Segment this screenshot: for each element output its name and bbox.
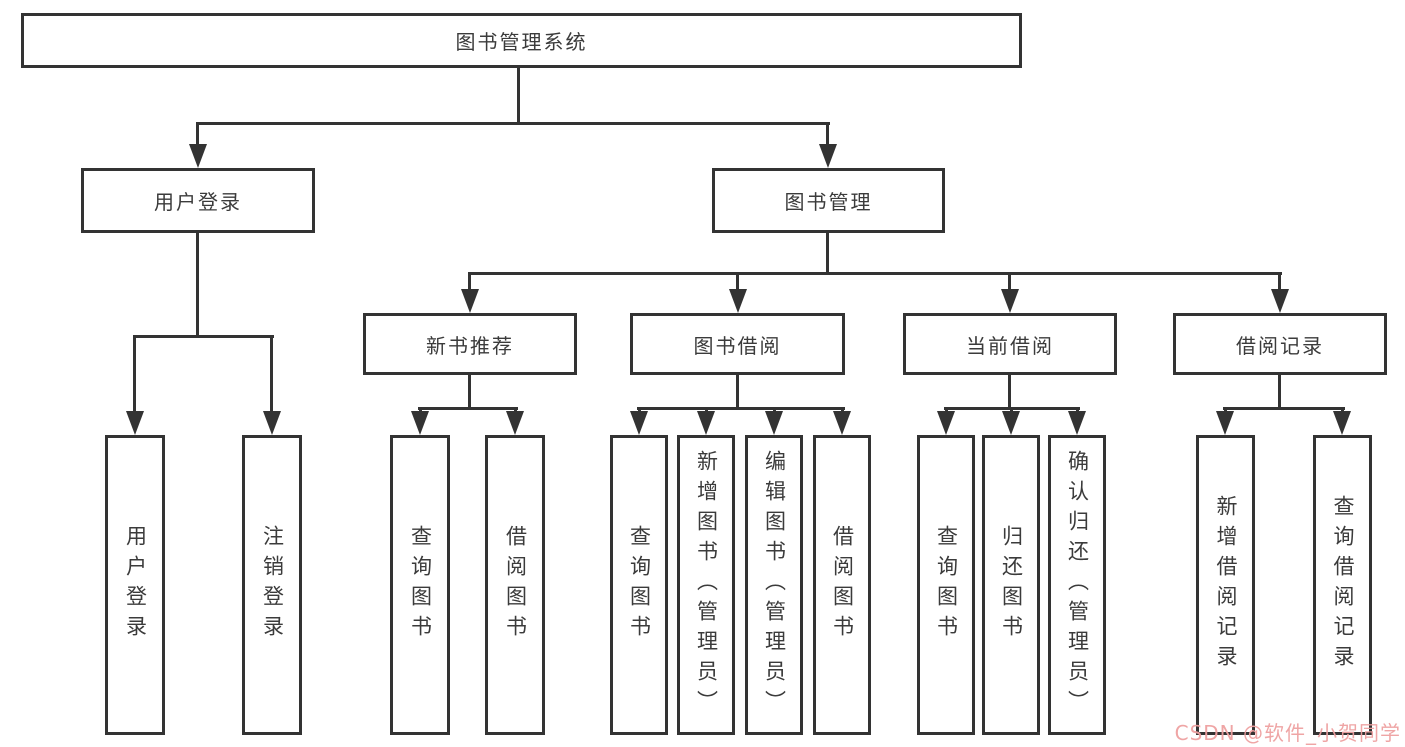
connector-level1-branch (196, 122, 830, 125)
leaf-query-books-current: 查询图书 (917, 435, 975, 735)
node-new-book-recommend: 新书推荐 (363, 313, 577, 375)
arrowhead-icon (833, 411, 851, 435)
arrowhead-icon (1271, 289, 1289, 313)
node-user-login: 用户登录 (81, 168, 315, 233)
connector-stub (1008, 272, 1011, 291)
leaf-edit-books-admin: 编辑图书（管理员） (745, 435, 803, 735)
arrowhead-icon (1216, 411, 1234, 435)
connector-feeder (1278, 373, 1281, 409)
node-library-management-system: 图书管理系统 (21, 13, 1022, 68)
leaf-add-books-admin: 新增图书（管理员） (677, 435, 735, 735)
connector-stub (270, 335, 273, 413)
node-book-borrowing: 图书借阅 (630, 313, 845, 375)
connector-stub (468, 272, 471, 291)
arrowhead-icon (506, 411, 524, 435)
connector-user-login-branch (133, 335, 274, 338)
connector-stub (826, 122, 829, 146)
connector-group-branch (637, 407, 845, 410)
arrowhead-icon (1068, 411, 1086, 435)
connector-book-management-feeder (826, 233, 829, 275)
arrowhead-icon (189, 144, 207, 168)
node-book-management: 图书管理 (712, 168, 945, 233)
leaf-borrow-books: 借阅图书 (813, 435, 871, 735)
connector-level3-branch (468, 272, 1282, 275)
arrowhead-icon (461, 289, 479, 313)
leaf-query-books-borrowing: 查询图书 (610, 435, 668, 735)
arrowhead-icon (1001, 289, 1019, 313)
connector-feeder (736, 373, 739, 409)
arrowhead-icon (411, 411, 429, 435)
arrowhead-icon (1002, 411, 1020, 435)
arrowhead-icon (729, 289, 747, 313)
connector-user-login-feeder (196, 233, 199, 338)
arrowhead-icon (126, 411, 144, 435)
connector-stub (133, 335, 136, 413)
node-current-borrowing: 当前借阅 (903, 313, 1117, 375)
leaf-query-borrow-record: 查询借阅记录 (1313, 435, 1372, 735)
connector-stub (736, 272, 739, 291)
watermark: CSDN @软件_小贺同学 (1174, 721, 1401, 745)
connector-group-branch (418, 407, 518, 410)
leaf-query-books-recommend: 查询图书 (390, 435, 450, 735)
connector-group-branch (1223, 407, 1345, 410)
connector-root-feeder (517, 68, 520, 125)
arrowhead-icon (697, 411, 715, 435)
leaf-add-borrow-record: 新增借阅记录 (1196, 435, 1255, 735)
connector-feeder (1008, 373, 1011, 409)
node-borrowing-records: 借阅记录 (1173, 313, 1387, 375)
arrowhead-icon (765, 411, 783, 435)
arrowhead-icon (263, 411, 281, 435)
leaf-borrow-books-recommend: 借阅图书 (485, 435, 545, 735)
arrowhead-icon (937, 411, 955, 435)
connector-stub (196, 122, 199, 146)
arrowhead-icon (630, 411, 648, 435)
leaf-user-login: 用户登录 (105, 435, 165, 735)
leaf-return-books: 归还图书 (982, 435, 1040, 735)
connector-feeder (468, 373, 471, 409)
connector-stub (1278, 272, 1281, 291)
arrowhead-icon (819, 144, 837, 168)
leaf-logout: 注销登录 (242, 435, 302, 735)
arrowhead-icon (1333, 411, 1351, 435)
leaf-confirm-return-admin: 确认归还（管理员） (1048, 435, 1106, 735)
